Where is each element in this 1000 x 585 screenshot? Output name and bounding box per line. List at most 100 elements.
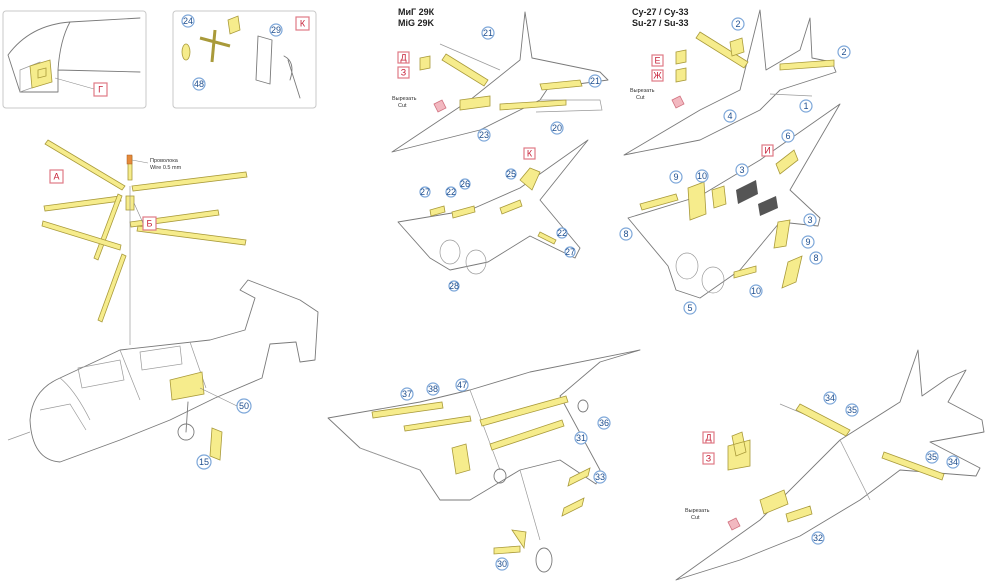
svg-text:15: 15 [199, 457, 209, 467]
part-tag-3-a: 3 [735, 163, 749, 177]
svg-text:29: 29 [271, 25, 281, 35]
su33-cut-note-ru: Вырезать [630, 88, 655, 94]
part-tag-22-b: 22 [556, 227, 568, 239]
svg-text:27: 27 [420, 187, 430, 197]
part-tag-48: 48 [192, 77, 206, 91]
letter-tag-a: А [49, 169, 64, 184]
part-tag-29: 29 [269, 23, 283, 37]
part-tag-30: 30 [495, 557, 509, 571]
svg-text:З: З [401, 68, 406, 78]
svg-text:26: 26 [460, 179, 470, 189]
part-tag-50: 50 [236, 398, 252, 414]
part-tag-22-a: 22 [445, 186, 457, 198]
letter-tag-z-yak: З [702, 452, 715, 465]
svg-text:27: 27 [565, 247, 575, 257]
svg-text:50: 50 [239, 401, 249, 411]
svg-text:30: 30 [497, 559, 507, 569]
part-tag-28: 28 [448, 280, 460, 292]
part-tag-23: 23 [477, 128, 491, 142]
svg-text:24: 24 [183, 16, 193, 26]
mig29k-cut-note-en: Cut [398, 103, 407, 109]
helicopter-fuselage: 50 15 [7, 279, 319, 470]
svg-text:З: З [706, 454, 711, 464]
svg-text:Г: Г [98, 85, 103, 95]
svg-text:4: 4 [727, 111, 732, 121]
svg-text:38: 38 [428, 384, 438, 394]
svg-text:21: 21 [483, 28, 493, 38]
inset-seat-detail: К 24 48 29 [172, 10, 317, 109]
mig29k-title-ru: МиГ 29К [398, 7, 435, 17]
svg-text:К: К [527, 149, 533, 159]
svg-text:35: 35 [927, 452, 937, 462]
part-tag-38: 38 [426, 382, 440, 396]
part-tag-2-b: 2 [837, 45, 851, 59]
svg-text:Б: Б [147, 219, 153, 229]
wire-note-en: Wire 0.5 mm [150, 165, 182, 171]
part-tag-37: 37 [400, 387, 414, 401]
svg-text:2: 2 [841, 47, 846, 57]
part-tag-3-b: 3 [803, 213, 817, 227]
su33-cut-note-en: Cut [636, 95, 645, 101]
part-tag-4: 4 [723, 109, 737, 123]
part-tag-27-b: 27 [564, 246, 576, 258]
svg-text:31: 31 [576, 433, 586, 443]
letter-tag-z-mig: З [397, 66, 410, 79]
part-tag-10-b: 10 [749, 284, 763, 298]
yak38-top-view: Вырезать Cut Д З 34 35 35 34 32 [675, 349, 985, 581]
svg-text:2: 2 [735, 19, 740, 29]
helicopter-rotor-assembly: Проволока Wire 0.5 mm А Б [41, 139, 248, 345]
letter-tag-d-yak: Д [702, 431, 715, 444]
part-tag-27-a: 27 [419, 186, 431, 198]
su33-title-ru: Су-27 / Су-33 [632, 7, 689, 17]
letter-tag-k-inset: К [295, 16, 310, 31]
svg-text:3: 3 [739, 165, 744, 175]
letter-tag-b: Б [142, 216, 157, 231]
svg-text:36: 36 [599, 418, 609, 428]
part-tag-26: 26 [459, 178, 471, 190]
wire-note-ru: Проволока [150, 158, 179, 164]
part-tag-36: 36 [597, 416, 611, 430]
svg-text:И: И [764, 146, 770, 156]
part-tag-6: 6 [781, 129, 795, 143]
svg-text:5: 5 [687, 303, 692, 313]
yak38-cut-note-ru: Вырезать [685, 508, 710, 514]
svg-text:3: 3 [807, 215, 812, 225]
part-tag-1: 1 [799, 99, 813, 113]
part-tag-33: 33 [593, 470, 607, 484]
svg-text:20: 20 [552, 123, 562, 133]
svg-text:Ж: Ж [653, 71, 662, 81]
mig29k-cut-note-ru: Вырезать [392, 96, 417, 102]
part-tag-34-b: 34 [946, 455, 960, 469]
svg-text:22: 22 [557, 228, 567, 238]
yak38-underside-view: 37 38 47 36 31 33 30 [327, 349, 641, 573]
letter-tag-i-su: И [761, 144, 774, 157]
part-tag-5: 5 [683, 301, 697, 315]
part-tag-31: 31 [574, 431, 588, 445]
svg-text:35: 35 [847, 405, 857, 415]
part-tag-32: 32 [811, 531, 825, 545]
su33-title-en: Su-27 / Su-33 [632, 18, 689, 28]
svg-text:23: 23 [479, 130, 489, 140]
part-tag-35-a: 35 [845, 403, 859, 417]
svg-text:Д: Д [400, 53, 406, 63]
part-tag-20: 20 [550, 121, 564, 135]
part-tag-21-b: 21 [588, 74, 602, 88]
mig29k-underside-view: К 25 26 22 27 22 27 28 [397, 139, 589, 292]
part-tag-15: 15 [196, 454, 212, 470]
svg-text:28: 28 [449, 281, 459, 291]
part-tag-21-a: 21 [481, 26, 495, 40]
svg-text:Д: Д [705, 433, 711, 443]
inset-cockpit-detail: Г [2, 10, 147, 109]
svg-text:22: 22 [446, 187, 456, 197]
mig29k-top-view: МиГ 29К MiG 29K Вырезать Cut Д З 21 21 2… [391, 7, 609, 153]
part-tag-24: 24 [181, 14, 195, 28]
part-tag-2-a: 2 [731, 17, 745, 31]
su33-top-view: Су-27 / Су-33 Su-27 / Su-33 Вырезать Cut… [623, 7, 851, 156]
part-tag-9-b: 9 [801, 235, 815, 249]
svg-text:9: 9 [673, 172, 678, 182]
letter-tag-e-su: Е [651, 54, 664, 67]
letter-tag-g: Г [93, 82, 108, 97]
yak38-cut-note-en: Cut [691, 515, 700, 521]
svg-text:33: 33 [595, 472, 605, 482]
